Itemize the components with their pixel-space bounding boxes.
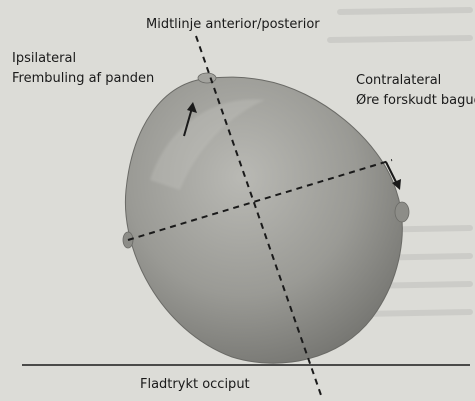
label-contralateral: Contralateral	[356, 72, 441, 90]
label-ipsilateral: Ipsilateral	[12, 50, 76, 68]
label-occiput: Fladtrykt occiput	[140, 376, 250, 394]
ear-right	[395, 202, 409, 222]
label-midline: Midtlinje anterior/posterior	[146, 16, 320, 34]
label-ipsilateral-description: Frembuling af panden	[12, 70, 154, 88]
head-shape	[125, 77, 402, 363]
nose-bump	[198, 73, 216, 83]
label-contralateral-description: Øre forskudt bagud	[356, 92, 475, 110]
